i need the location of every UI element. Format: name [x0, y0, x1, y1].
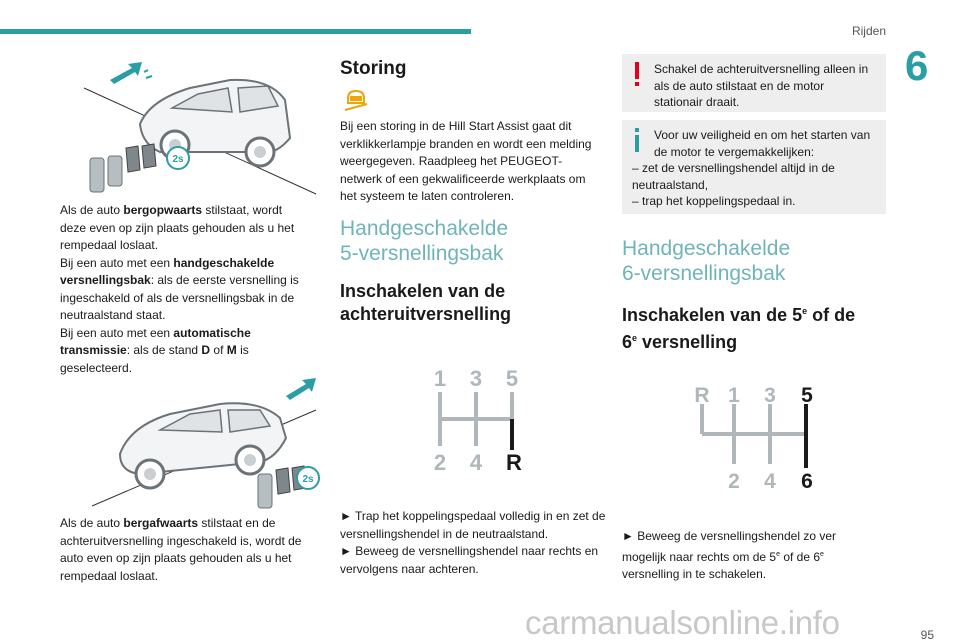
info-notice: Voor uw veiligheid en om het starten van…	[622, 120, 886, 214]
gear-label-4: 4	[470, 450, 483, 474]
gear6-label-r: R	[694, 384, 709, 407]
top-accent-bar	[0, 29, 471, 34]
downhill-car-illustration: 2s	[91, 378, 320, 509]
gear56-step: ► Beweeg de versnellingshendel zo ver mo…	[622, 529, 837, 581]
warning-exclamation-icon	[635, 62, 639, 86]
watermark: carmanualsonline.info	[525, 604, 840, 640]
gear-label-reverse: R	[506, 450, 522, 474]
step-1: ► Trap het koppelingspedaal volledig in …	[340, 509, 606, 541]
gear6-label-4: 4	[764, 470, 776, 493]
info-icon	[635, 128, 639, 152]
subtitle-5th-6th-gear: Inschakelen van de 5e of de 6e versnelli…	[622, 305, 856, 352]
timer-badge-downhill: 2s	[302, 474, 314, 485]
downhill-paragraph: Als de auto bergafwaarts stilstaat en de…	[60, 516, 302, 583]
info-text-line2: – zet de versnellingshendel altijd in de…	[632, 161, 835, 192]
reverse-steps: ► Trap het koppelingspedaal volledig in …	[340, 508, 606, 578]
gear6-label-1: 1	[728, 384, 740, 407]
step-2: ► Beweeg de versnellingshendel naar rech…	[340, 544, 599, 576]
gearshift-pattern-5speed: 1 3 5 2 4 R	[434, 366, 522, 474]
gear-label-2: 2	[434, 450, 446, 474]
gearshift-pattern-6speed: R 1 3 5 2 4 6	[694, 384, 813, 493]
gear-label-1: 1	[434, 366, 446, 391]
page-number: 95	[920, 628, 934, 640]
uphill-car-illustration: 2s	[83, 62, 317, 195]
info-text-line3: – trap het koppelingspedaal in.	[632, 194, 796, 208]
gear-label-3: 3	[470, 366, 482, 391]
gear6-label-2: 2	[728, 470, 740, 493]
running-header: Rijden	[851, 24, 886, 38]
gear6-label-3: 3	[764, 384, 776, 407]
gear6-label-5: 5	[801, 384, 813, 407]
gear6-label-6: 6	[801, 470, 813, 493]
storing-paragraph: Bij een storing in de Hill Start Assist …	[340, 119, 592, 203]
chapter-number: 6	[905, 42, 929, 89]
storing-heading: Storing	[340, 58, 407, 79]
uphill-paragraph: Als de auto bergopwaarts stilstaat, word…	[60, 203, 299, 375]
gear-label-5: 5	[506, 366, 518, 391]
info-text-line1: Voor uw veiligheid en om het starten van…	[654, 128, 871, 159]
hill-assist-warning-lamp-icon	[344, 89, 368, 111]
timer-badge-uphill: 2s	[172, 154, 184, 165]
warning-text: Schakel de achteruitversnelling alleen i…	[654, 62, 869, 109]
warning-notice: Schakel de achteruitversnelling alleen i…	[622, 54, 886, 112]
